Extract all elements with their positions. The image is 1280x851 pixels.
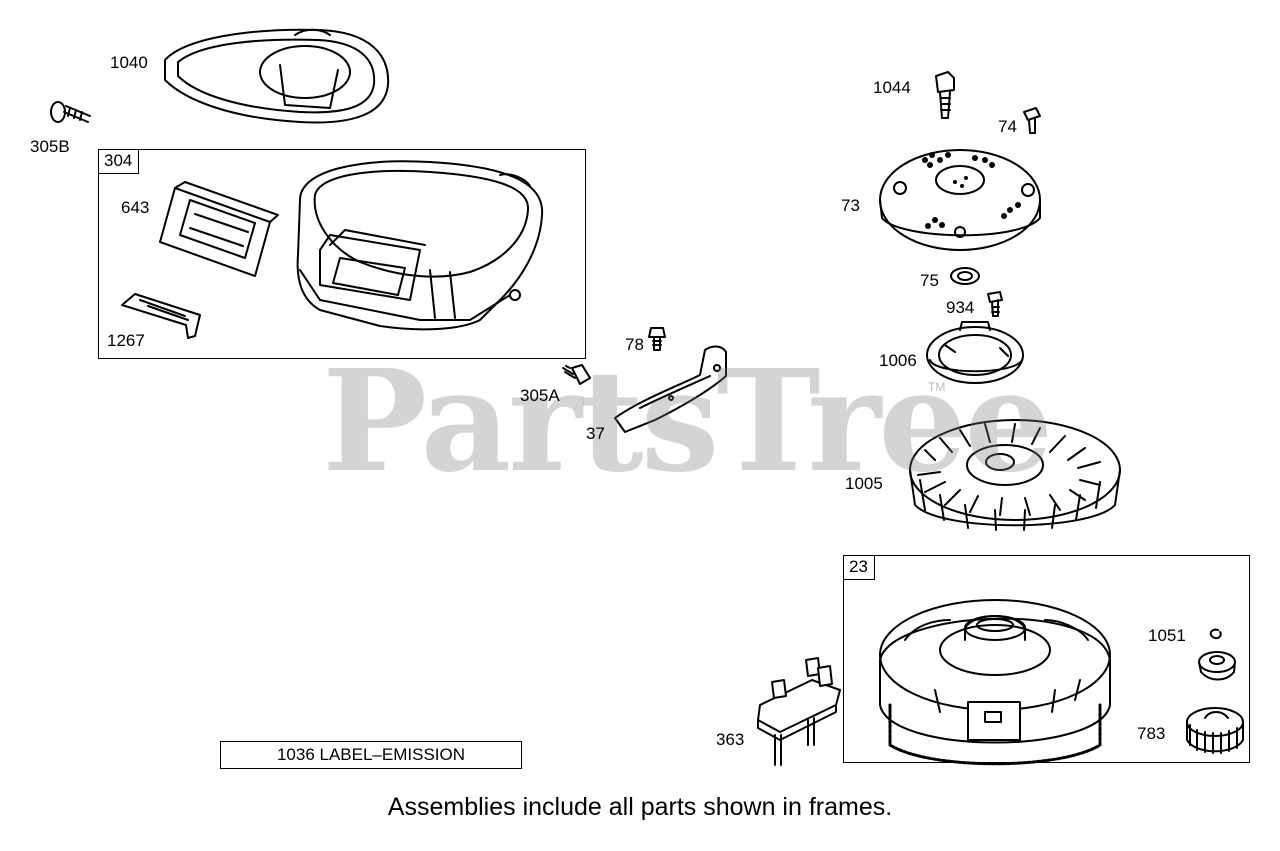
part-1267-shape[interactable] bbox=[121, 293, 201, 339]
callout-1006[interactable]: 1006 bbox=[879, 351, 917, 370]
part-1044-shape[interactable] bbox=[935, 71, 955, 119]
callout-305A[interactable]: 305A bbox=[520, 386, 560, 405]
part-74-shape[interactable] bbox=[1023, 107, 1041, 134]
frame-blower-housing-assembly: 304 bbox=[98, 149, 586, 359]
callout-934[interactable]: 934 bbox=[946, 298, 975, 317]
part-1051-washer-shape[interactable] bbox=[1198, 651, 1236, 681]
callout-37[interactable]: 37 bbox=[586, 424, 605, 443]
part-37-shape[interactable] bbox=[614, 345, 727, 433]
part-363-shape[interactable] bbox=[757, 657, 841, 766]
callout-78[interactable]: 78 bbox=[625, 335, 644, 354]
callout-1267[interactable]: 1267 bbox=[107, 331, 145, 350]
part-1040-shape[interactable] bbox=[164, 28, 390, 124]
watermark-trademark: TM bbox=[928, 380, 946, 394]
part-934-shape[interactable] bbox=[987, 291, 1003, 317]
callout-363[interactable]: 363 bbox=[716, 730, 745, 749]
part-305A-shape[interactable] bbox=[562, 364, 591, 385]
callout-1040[interactable]: 1040 bbox=[110, 53, 148, 72]
part-1006-shape[interactable] bbox=[926, 321, 1024, 384]
frame-tag-304[interactable]: 304 bbox=[99, 150, 140, 174]
callout-1044[interactable]: 1044 bbox=[873, 78, 911, 97]
part-1051-clip-shape[interactable] bbox=[1209, 628, 1222, 640]
part-73-shape[interactable] bbox=[879, 149, 1041, 251]
callout-1051[interactable]: 1051 bbox=[1148, 626, 1186, 645]
callout-1005[interactable]: 1005 bbox=[845, 474, 883, 493]
part-23-flywheel-shape[interactable] bbox=[879, 599, 1111, 766]
part-783-shape[interactable] bbox=[1186, 707, 1244, 754]
callout-73[interactable]: 73 bbox=[841, 196, 860, 215]
part-78-shape[interactable] bbox=[648, 327, 666, 351]
callout-305B[interactable]: 305B bbox=[30, 137, 70, 156]
footer-note: Assemblies include all parts shown in fr… bbox=[387, 793, 893, 821]
callout-75[interactable]: 75 bbox=[920, 271, 939, 290]
part-75-shape[interactable] bbox=[950, 267, 980, 285]
frame-tag-23[interactable]: 23 bbox=[844, 556, 875, 580]
part-1005-shape[interactable] bbox=[909, 419, 1121, 531]
frame-flywheel-assembly: 23 bbox=[843, 555, 1250, 763]
label-emission-box[interactable]: 1036 LABEL–EMISSION bbox=[220, 741, 522, 769]
callout-783[interactable]: 783 bbox=[1137, 724, 1166, 743]
part-305B-shape[interactable] bbox=[50, 101, 91, 123]
callout-643[interactable]: 643 bbox=[121, 198, 150, 217]
callout-74[interactable]: 74 bbox=[998, 117, 1017, 136]
part-643-shape[interactable] bbox=[159, 181, 279, 277]
part-304-housing-shape[interactable] bbox=[296, 160, 544, 331]
